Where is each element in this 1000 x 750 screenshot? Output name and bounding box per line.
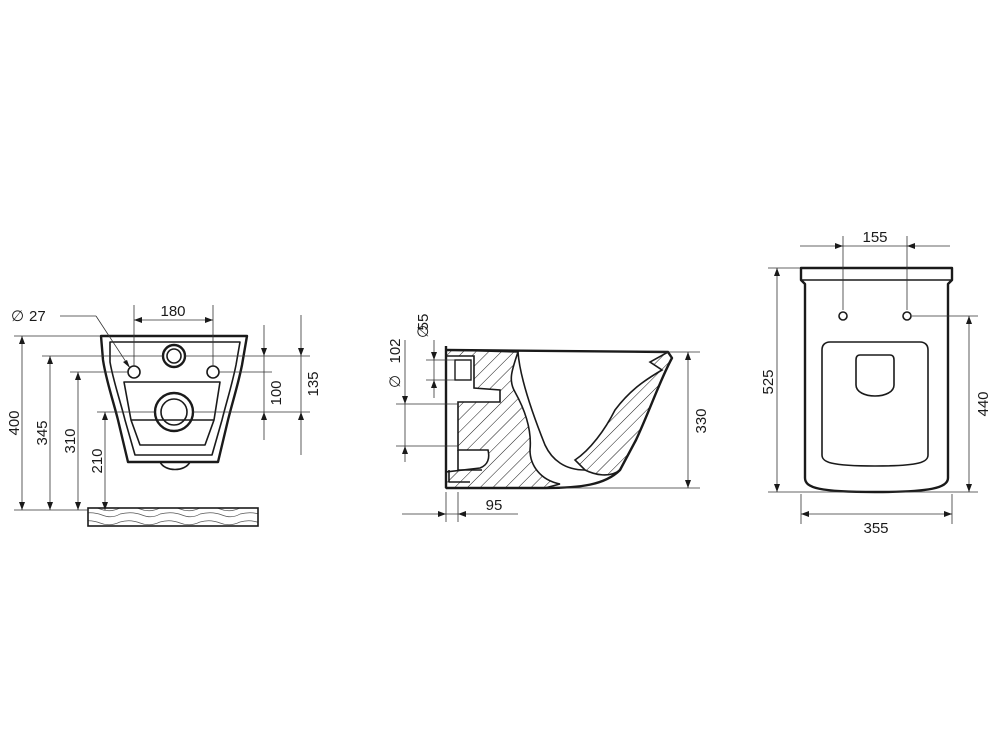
dim-27-label: 27 <box>29 308 46 325</box>
dim-330-label: 330 <box>693 408 710 433</box>
inlet-socket <box>454 359 472 381</box>
side-view: 330 95 ∅ 55 ∅ 102 <box>387 314 710 522</box>
bowl-opening <box>855 354 895 397</box>
dim-135-label: 135 <box>305 371 322 396</box>
dim-180-label: 180 <box>160 303 185 320</box>
hinge-hole-right <box>902 311 912 321</box>
section-front <box>573 350 673 476</box>
dim-310-label: 310 <box>62 428 79 453</box>
front-view: 180 ∅ 27 400 345 310 210 <box>6 303 322 527</box>
dim-355-label: 355 <box>863 520 888 537</box>
dim-525-label: 525 <box>760 369 777 394</box>
section-rear <box>445 349 561 489</box>
seat-outer <box>799 266 954 494</box>
front-inner-recess <box>123 381 221 446</box>
dim-55-label: 55 <box>415 314 432 331</box>
outlet-inner <box>160 398 188 426</box>
top-view: 155 525 440 355 <box>760 229 992 537</box>
dim-440-label: 440 <box>975 391 992 416</box>
dim-95-label: 95 <box>486 497 503 514</box>
dim-400-label: 400 <box>6 410 23 435</box>
inlet-hole-inner <box>166 348 182 364</box>
dim-100-label: 100 <box>268 380 285 405</box>
dim-345-label: 345 <box>34 420 51 445</box>
dim-210-label: 210 <box>89 448 106 473</box>
front-outer-body <box>99 334 249 464</box>
floor-plank <box>87 507 259 527</box>
dim-102-label: 102 <box>387 338 404 363</box>
dim-27-symbol: ∅ <box>11 308 24 325</box>
front-inner-contour <box>109 341 241 456</box>
seat-opening <box>821 341 929 467</box>
mounting-hole-right <box>206 365 220 379</box>
dim-102-symbol: ∅ <box>387 375 404 388</box>
dim-55-symbol: ∅ <box>415 325 432 338</box>
hinge-hole-left <box>838 311 848 321</box>
front-bottom-foot <box>159 461 191 471</box>
dim-155-label: 155 <box>862 229 887 246</box>
